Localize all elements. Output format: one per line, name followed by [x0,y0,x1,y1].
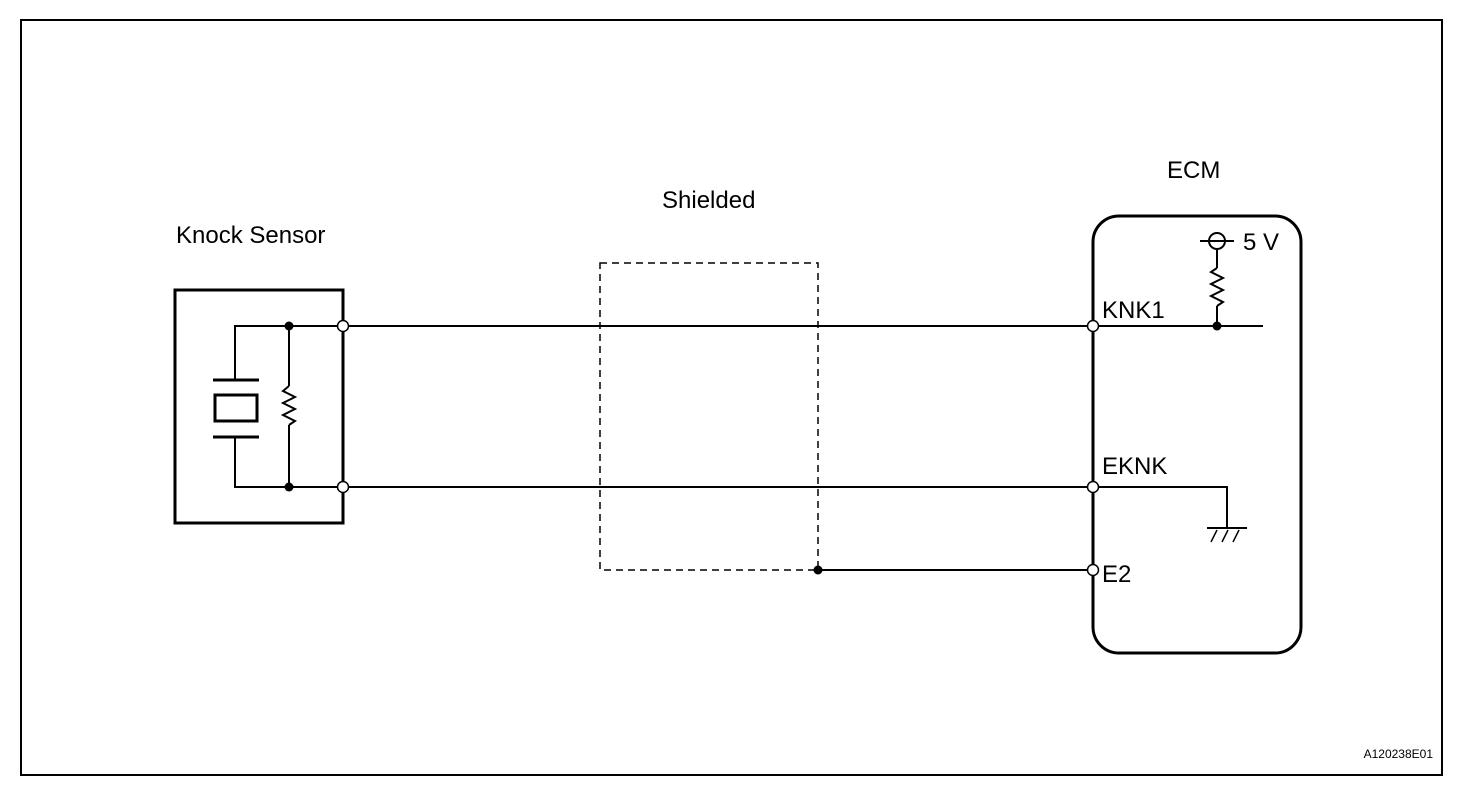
knock-sensor [173,288,345,525]
knock-sensor-box [173,288,345,525]
ecm-label: ECM [1167,157,1220,184]
ecm-box [1091,214,1303,655]
ground-icon [1207,527,1247,543]
pullup-resistor-icon [1208,250,1226,331]
pin-e2-label: E2 [1102,561,1131,588]
sensor-bottom-wire [234,437,343,488]
ecm-pin-eknk [1086,480,1100,494]
shielded-label: Shielded [662,187,755,214]
piezo-element-icon [213,378,259,439]
knock-sensor-label: Knock Sensor [176,222,325,249]
shield-junction-dot [813,565,823,575]
shield-box [599,262,819,571]
figure-id-label: A120238E01 [1364,747,1434,761]
supply-voltage-label: 5 V [1243,229,1279,256]
eknk-internal-wire [1093,486,1228,528]
ecm-pin-knk1 [1086,319,1100,333]
ecm-pin-e2 [1086,563,1100,577]
sensor-resistor-icon [280,321,298,492]
pin-knk1-label: KNK1 [1102,297,1165,324]
sensor-top-wire [234,325,343,380]
ecm [1086,214,1303,655]
diagram-frame [20,19,1443,776]
sensor-terminal-bottom [336,480,350,494]
sensor-terminal-top [336,319,350,333]
pin-eknk-label: EKNK [1102,453,1167,480]
voltage-supply-icon [1200,232,1234,250]
